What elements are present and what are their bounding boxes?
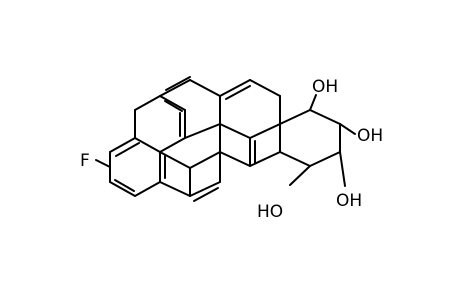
bond	[184, 123, 221, 139]
bond	[134, 137, 161, 153]
bond	[115, 142, 140, 157]
bond	[159, 181, 191, 197]
bond	[279, 109, 311, 125]
bond	[249, 151, 281, 167]
bond	[165, 76, 191, 91]
bond	[219, 151, 251, 167]
bond	[189, 181, 221, 197]
bond	[279, 151, 311, 167]
bond	[249, 123, 281, 139]
bond	[309, 109, 341, 125]
bond	[134, 181, 161, 197]
bond	[339, 123, 356, 135]
bond	[339, 151, 346, 187]
bond	[114, 179, 135, 192]
bond	[95, 159, 111, 168]
bond	[159, 137, 186, 153]
fluorine-label: F	[80, 151, 90, 171]
atom-labels: F OH OH OH HO	[80, 77, 383, 222]
hydroxyl-label-right: OH	[357, 126, 383, 146]
bond	[159, 151, 191, 169]
bond	[219, 123, 251, 139]
bond	[309, 94, 317, 111]
bond	[189, 79, 221, 97]
bond	[159, 95, 186, 111]
bond	[249, 79, 281, 97]
bond	[193, 187, 219, 202]
bond	[109, 137, 136, 153]
bond	[189, 151, 221, 169]
hydroxyl-label-top: OH	[312, 77, 338, 97]
bonds	[95, 76, 356, 202]
bond	[219, 79, 251, 97]
hydroxyl-label-bottom-left: HO	[257, 202, 283, 222]
bond	[225, 85, 251, 100]
bond	[289, 165, 311, 186]
bond	[309, 151, 341, 167]
bond	[109, 181, 136, 197]
hydroxyl-label-bottom-right: OH	[336, 191, 362, 211]
bond	[164, 100, 183, 112]
bond	[134, 95, 161, 111]
bond	[159, 79, 191, 97]
